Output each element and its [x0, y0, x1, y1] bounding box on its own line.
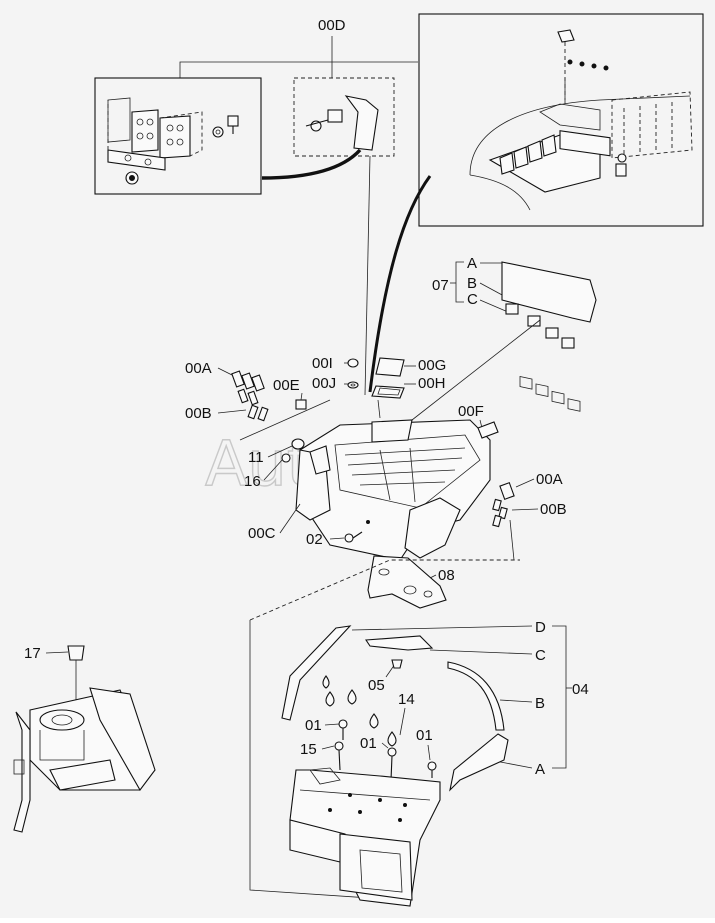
label-07: 07: [432, 277, 449, 294]
label-01-a: 01: [305, 717, 322, 734]
label-01-c: 01: [416, 727, 433, 744]
label-00G: 00G: [418, 357, 446, 374]
parts-00G-00H: 00G 00H: [371, 357, 446, 399]
part-17-assembly: 17: [13, 645, 156, 833]
label-07-B: B: [467, 275, 477, 292]
detail-box-right: [418, 13, 704, 227]
label-08: 08: [438, 567, 455, 584]
part-04-group: 04 D C B A: [281, 619, 589, 792]
lower-frame-line: [249, 620, 401, 901]
label-17: 17: [24, 645, 41, 662]
detail-00D: 00D: [179, 17, 418, 157]
leader-curve-left: [261, 148, 362, 180]
label-14: 14: [398, 691, 415, 708]
parts-00A-00B-right: 00A 00B: [492, 471, 567, 561]
leader-curve-right: [368, 175, 432, 393]
leader-line-00D: [364, 155, 371, 396]
part-08: 08: [249, 555, 520, 621]
console-body: [295, 399, 491, 561]
label-11: 11: [248, 449, 264, 466]
label-04-C: C: [535, 647, 546, 664]
label-00A-right: 00A: [536, 471, 563, 488]
parts-11-16: 11 16: [244, 438, 331, 490]
label-00H: 00H: [418, 375, 446, 392]
parts-00I-00J: 00I 00J: [312, 355, 359, 392]
part-00F: 00F: [458, 403, 499, 439]
label-00D: 00D: [318, 17, 346, 34]
label-05: 05: [368, 677, 385, 694]
label-04-D: D: [535, 619, 546, 636]
label-04-A: A: [535, 761, 545, 778]
label-00B-top: 00B: [185, 405, 212, 422]
base-frame: [289, 767, 441, 907]
label-16: 16: [244, 473, 261, 490]
label-00B-right: 00B: [540, 501, 567, 518]
label-00J: 00J: [312, 375, 336, 392]
part-00C-02: 00C 02: [248, 503, 370, 548]
parts-00A-00B-left: 00A 00B: [185, 360, 331, 441]
label-04-B: B: [535, 695, 545, 712]
label-04: 04: [572, 681, 589, 698]
label-02: 02: [306, 531, 323, 548]
parts-05-14: 05 14: [322, 659, 415, 747]
label-01-b: 01: [360, 735, 377, 752]
switch-panel-07: 07 A B C: [411, 255, 597, 421]
detail-box-left: [94, 77, 262, 195]
label-07-A: A: [467, 255, 477, 272]
label-00I: 00I: [312, 355, 333, 372]
label-07-C: C: [467, 291, 478, 308]
label-00A-top: 00A: [185, 360, 212, 377]
label-00C: 00C: [248, 525, 276, 542]
part-00E: 00E: [273, 377, 307, 410]
label-15: 15: [300, 741, 317, 758]
label-00E: 00E: [273, 377, 300, 394]
fasteners-01-15: 01 01 01 15: [300, 717, 437, 781]
label-00F: 00F: [458, 403, 484, 420]
